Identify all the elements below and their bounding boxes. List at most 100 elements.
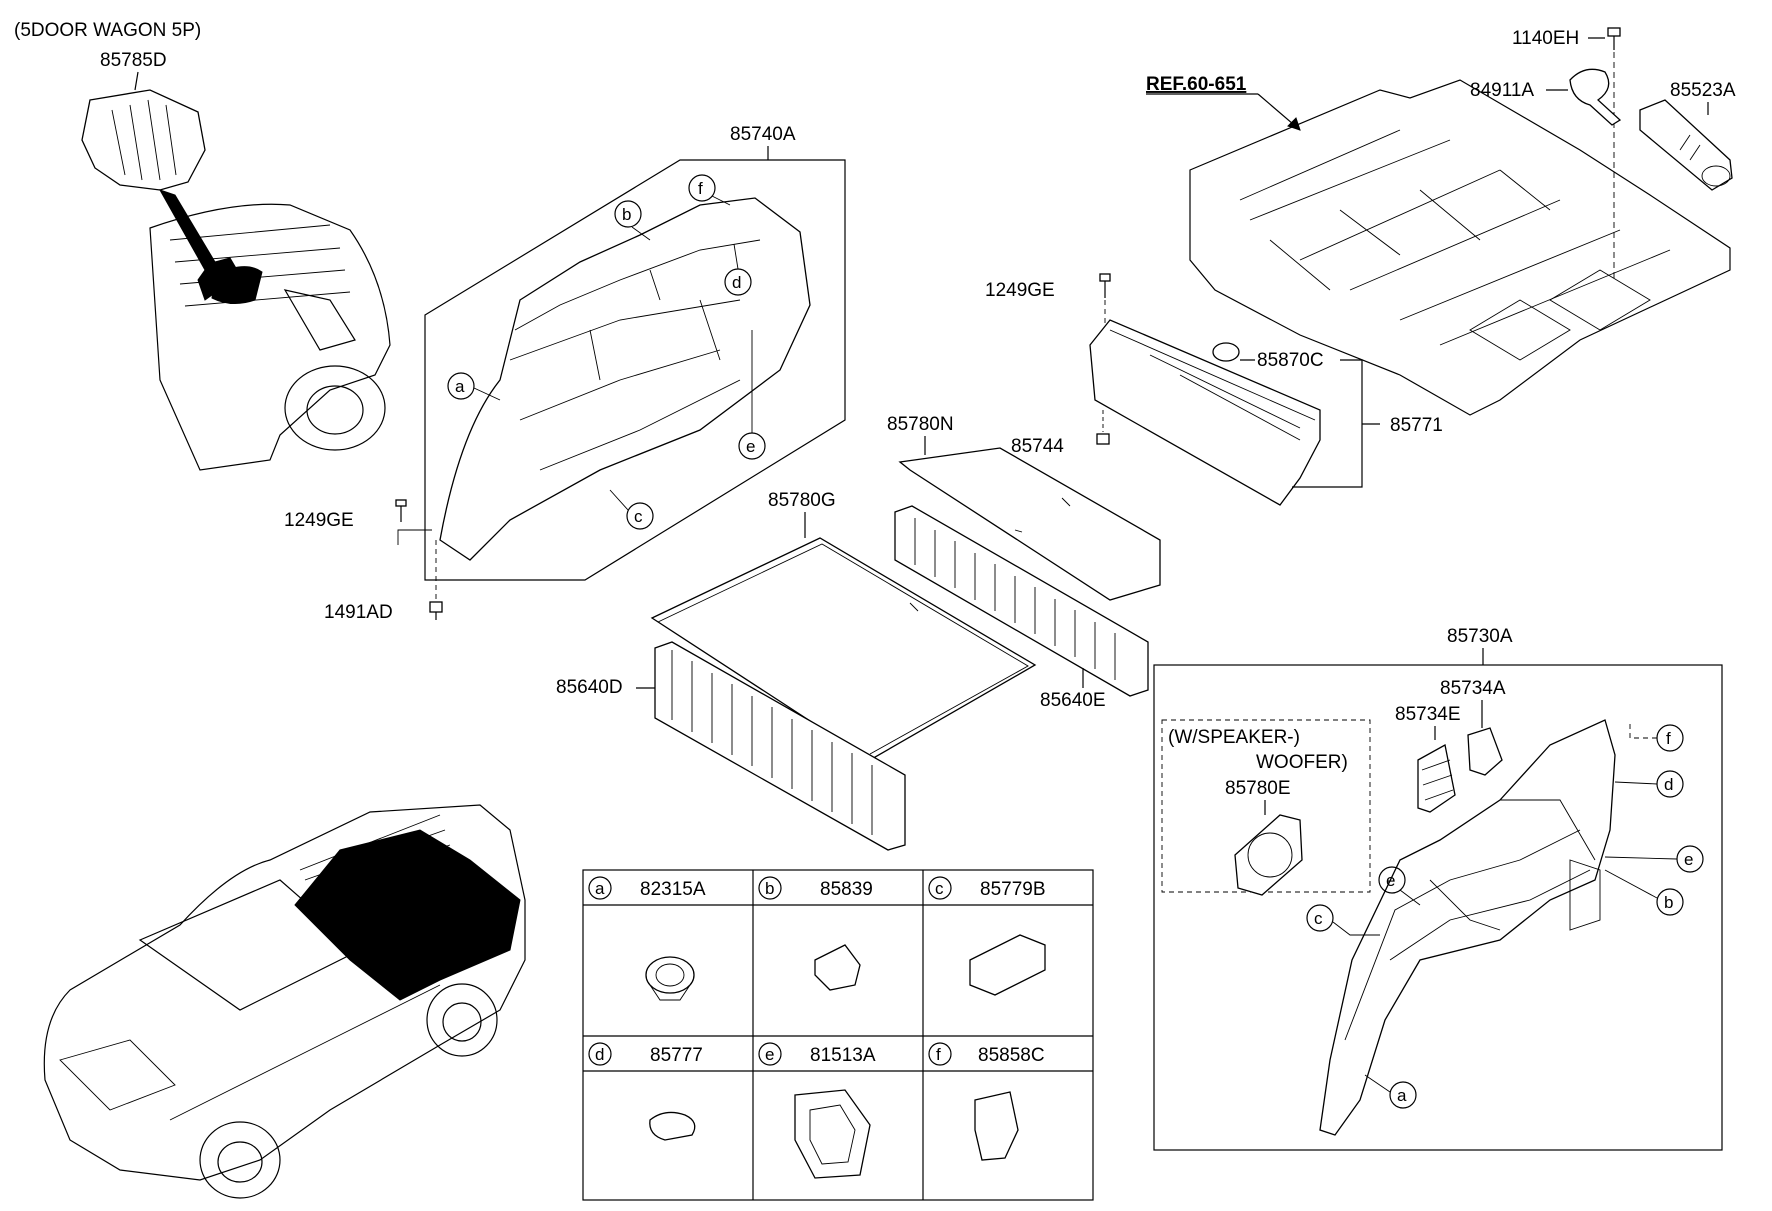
legend-cell-c[interactable]: c 85779B [928, 876, 1046, 996]
clip-85777-icon [649, 1111, 696, 1141]
rear-floor-panel [1189, 79, 1731, 416]
luggage-tray-85640E[interactable] [894, 505, 1149, 697]
part-label-85771[interactable]: 85771 [1390, 415, 1443, 436]
part-label-85734A[interactable]: 85734A [1440, 678, 1506, 699]
quarter-trim-panel-85740A[interactable] [439, 197, 811, 561]
fastener-legend-table [582, 869, 1094, 1201]
part-label-85780G[interactable]: 85780G [768, 490, 836, 511]
legend-cell-b[interactable]: b 85839 [758, 876, 873, 991]
callout-d-85740A[interactable]: d [724, 243, 752, 296]
cover-85734E[interactable] [1417, 743, 1456, 813]
part-label-85785D[interactable]: 85785D [100, 50, 167, 71]
speaker-grille-85780E[interactable] [1234, 814, 1303, 896]
clip-1491AD[interactable] [429, 601, 443, 620]
part-label-84911A[interactable]: 84911A [1470, 80, 1534, 101]
svg-text:e: e [765, 1045, 774, 1064]
svg-text:85858C: 85858C [978, 1045, 1045, 1066]
callout-a-85740A[interactable]: a [447, 372, 501, 401]
vehicle-three-quarter-view [43, 804, 526, 1199]
svg-text:f: f [936, 1045, 941, 1064]
callout-f-85740A[interactable]: f [688, 174, 731, 206]
speaker-label-line2: WOOFER) [1256, 752, 1348, 773]
quarter-trim-panel-85730A[interactable] [1319, 719, 1616, 1136]
part-label-1249GE-right[interactable]: 1249GE [985, 280, 1055, 301]
cover-85734A[interactable] [1467, 727, 1503, 776]
tonneau-cover-85780N[interactable] [898, 447, 1161, 601]
svg-text:e: e [746, 437, 755, 456]
svg-text:e: e [1386, 871, 1395, 890]
speaker-woofer-group [1161, 719, 1371, 893]
part-label-1140EH[interactable]: 1140EH [1512, 28, 1579, 49]
screw-1249GE-left[interactable] [395, 499, 407, 522]
svg-text:82315A: 82315A [640, 879, 706, 900]
ref-label-60-651[interactable]: REF.60-651 [1146, 74, 1247, 95]
svg-text:d: d [732, 273, 741, 292]
bolt-1140EH[interactable] [1607, 27, 1621, 50]
svg-text:b: b [622, 205, 631, 224]
callout-a-85730A[interactable]: a [1364, 1074, 1417, 1109]
clip-85839-icon [814, 944, 861, 991]
callout-e-85730A-right[interactable]: e [1604, 845, 1704, 873]
callout-d-85730A[interactable]: d [1614, 770, 1684, 798]
grommet-82315A-icon [645, 956, 695, 1001]
part-label-85780E[interactable]: 85780E [1225, 778, 1291, 799]
svg-text:85779B: 85779B [980, 879, 1046, 900]
svg-text:e: e [1684, 850, 1693, 869]
part-label-85870C[interactable]: 85870C [1257, 350, 1324, 371]
legend-cell-e[interactable]: e 81513A [758, 1042, 876, 1179]
legend-cell-f[interactable]: f 85858C [928, 1042, 1045, 1161]
svg-text:d: d [1664, 775, 1673, 794]
callout-b-85730A[interactable]: b [1604, 869, 1684, 916]
assembly-box-85730A [1153, 664, 1723, 1151]
svg-text:81513A: 81513A [810, 1045, 876, 1066]
trim-panel-85785D[interactable] [81, 89, 206, 191]
svg-text:b: b [765, 879, 774, 898]
assembly-box-85740A [424, 159, 846, 581]
svg-text:85777: 85777 [650, 1045, 703, 1066]
svg-text:d: d [595, 1045, 604, 1064]
svg-text:c: c [935, 879, 944, 898]
part-label-85523A[interactable]: 85523A [1670, 80, 1736, 101]
svg-text:a: a [455, 377, 465, 396]
svg-text:f: f [1666, 729, 1671, 748]
callout-b-85740A[interactable]: b [614, 200, 651, 241]
part-label-85730A[interactable]: 85730A [1447, 626, 1513, 647]
part-label-1249GE-left[interactable]: 1249GE [284, 510, 354, 531]
part-label-85740A[interactable]: 85740A [730, 124, 796, 145]
legend-cell-d[interactable]: d 85777 [588, 1042, 703, 1141]
svg-text:c: c [634, 507, 643, 526]
vehicle-rear-view [149, 203, 391, 471]
callout-c-85740A[interactable]: c [609, 489, 654, 530]
clip-85858C-icon [974, 1091, 1019, 1161]
screw-1249GE-right[interactable] [1099, 273, 1111, 298]
clip-85744[interactable] [1096, 410, 1110, 445]
callout-e-85730A-left[interactable]: e [1378, 866, 1421, 906]
luggage-tray-85640D[interactable] [654, 641, 906, 851]
callout-e-85740A[interactable]: e [738, 330, 766, 460]
svg-text:f: f [698, 179, 703, 198]
bracket-81513A-icon [794, 1089, 871, 1179]
part-label-85640E[interactable]: 85640E [1040, 690, 1106, 711]
extinguisher-85523A[interactable] [1639, 99, 1733, 191]
svg-text:a: a [595, 879, 605, 898]
part-label-85640D[interactable]: 85640D [556, 677, 623, 698]
part-label-1491AD[interactable]: 1491AD [324, 602, 393, 623]
luggage-board-85780G[interactable] [650, 537, 1037, 761]
svg-text:a: a [1397, 1086, 1407, 1105]
clip-85779B-icon [969, 934, 1046, 996]
callout-f-85730A[interactable]: f [1629, 720, 1684, 752]
part-label-85744[interactable]: 85744 [1011, 436, 1064, 457]
variant-label: (5DOOR WAGON 5P) [14, 20, 201, 41]
bracket-84911A[interactable] [1569, 68, 1622, 126]
svg-text:b: b [1664, 893, 1673, 912]
svg-text:85839: 85839 [820, 879, 873, 900]
part-label-85734E[interactable]: 85734E [1395, 704, 1461, 725]
part-label-85780N[interactable]: 85780N [887, 414, 954, 435]
cap-85870C[interactable] [1212, 342, 1240, 362]
sill-trim-85771[interactable] [1089, 319, 1321, 506]
legend-cell-a[interactable]: a 82315A [588, 876, 706, 1001]
svg-text:c: c [1314, 909, 1323, 928]
callout-c-85730A[interactable]: c [1306, 904, 1380, 936]
speaker-label-line1: (W/SPEAKER-) [1168, 727, 1300, 748]
